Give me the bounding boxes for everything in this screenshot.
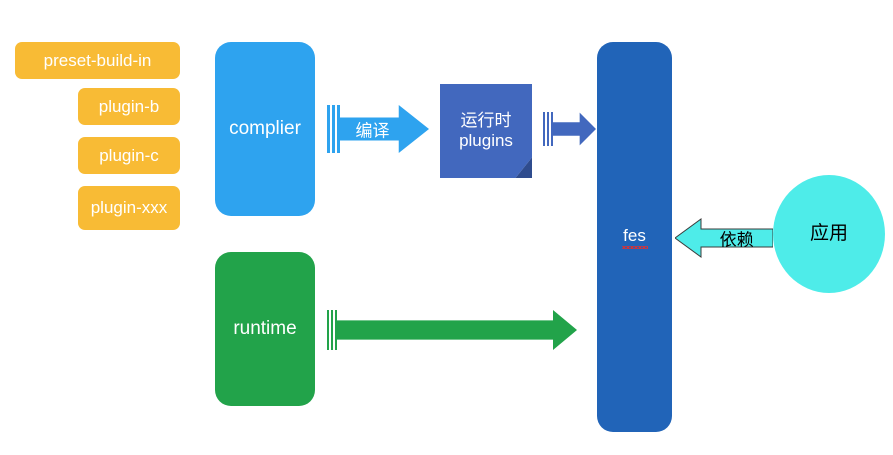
arrow-compile: 编译 — [327, 105, 429, 153]
arrow-dependency-label: 依赖 — [719, 230, 754, 250]
plugin-chip-label: plugin-b — [98, 96, 160, 116]
node-runtime-plugins-line2: plugins — [459, 131, 513, 150]
node-runtime-label: runtime — [233, 318, 297, 340]
arrow-plugins-to-fes-body — [553, 112, 596, 146]
node-complier[interactable]: complier — [215, 42, 315, 216]
arrow-compile-label: 编译 — [355, 121, 390, 141]
arrow-dependency-shape — [675, 218, 773, 258]
arrow-tail-stripes — [327, 105, 340, 153]
plugin-chip-label: plugin-xxx — [90, 198, 168, 218]
node-fes-label: fes — [622, 226, 648, 249]
node-runtime[interactable]: runtime — [215, 252, 315, 406]
arrow-compile-body: 编译 — [340, 105, 429, 153]
arrow-runtime-to-fes — [327, 310, 577, 350]
plugin-chip-plugin-xxx[interactable]: plugin-xxx — [78, 186, 180, 230]
plugin-chip-preset-build-in[interactable]: preset-build-in — [15, 42, 180, 79]
node-application-label: 应用 — [809, 223, 848, 245]
plugin-chip-label: plugin-c — [99, 145, 159, 165]
arrow-tail-stripes — [327, 310, 337, 350]
arrow-dependency: 依赖 — [675, 216, 773, 260]
plugin-chip-plugin-c[interactable]: plugin-c — [78, 137, 180, 174]
node-complier-label: complier — [229, 118, 301, 140]
arrow-plugins-to-fes — [543, 112, 596, 146]
node-runtime-plugins[interactable]: 运行时 plugins — [440, 84, 532, 178]
node-fes[interactable]: fes — [597, 42, 672, 432]
plugin-chip-plugin-b[interactable]: plugin-b — [78, 88, 180, 125]
node-application[interactable]: 应用 — [773, 175, 885, 293]
plugin-chip-label: preset-build-in — [43, 50, 152, 70]
node-runtime-plugins-line1: 运行时 — [460, 111, 512, 131]
arrow-runtime-to-fes-body — [337, 310, 577, 350]
arrow-tail-stripes — [543, 112, 553, 146]
